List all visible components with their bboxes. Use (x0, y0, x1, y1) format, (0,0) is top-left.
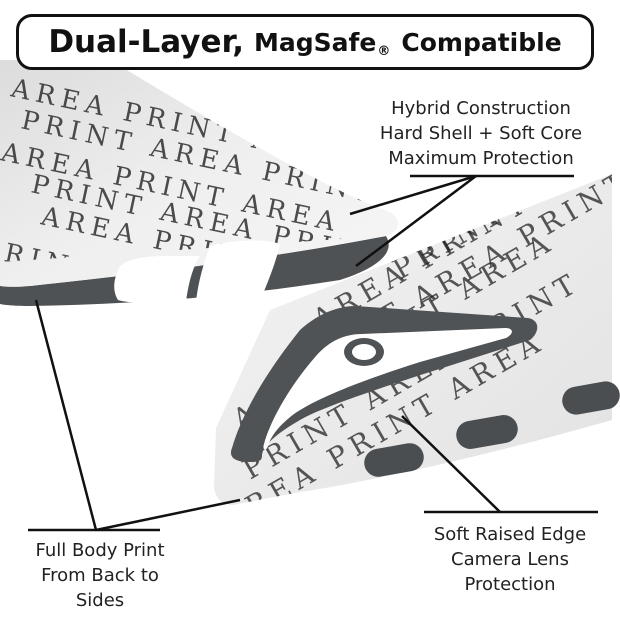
top-case-cutout-left (114, 256, 200, 304)
callout-line: Maximum Protection (388, 148, 574, 169)
side-button-left (364, 443, 424, 477)
leader-hybrid-to-inner (355, 175, 477, 267)
title-part-1: Dual-Layer, (48, 24, 245, 60)
leader-hybrid-to-top (349, 174, 477, 216)
callout-line: Protection (464, 574, 556, 595)
callout-line: Hybrid Construction (391, 98, 571, 119)
callout-hybrid-construction: Hybrid Construction Hard Shell + Soft Co… (356, 96, 606, 171)
camera-cutout (263, 328, 512, 450)
leader-full-to-bottom (95, 498, 241, 532)
camera-lens-hole (352, 344, 376, 360)
side-button-middle (456, 415, 518, 449)
callout-full-body-print: Full Body Print From Back to Sides (10, 538, 190, 613)
callout-line: Sides (75, 590, 125, 611)
callout-soft-raised-edge: Soft Raised Edge Camera Lens Protection (400, 522, 620, 597)
title-registered-mark: ® (377, 43, 391, 59)
callout-line: Hard Shell + Soft Core (379, 123, 583, 144)
side-button-right (562, 381, 620, 415)
top-case-cutout-right (196, 240, 280, 302)
callout-line: Soft Raised Edge (433, 524, 587, 545)
top-case-inner-layer (0, 236, 389, 306)
top-case-shell (0, 60, 398, 287)
callout-line: Full Body Print (35, 540, 165, 561)
leader-edge-to-rim (401, 415, 501, 513)
callout-leaders (28, 174, 598, 532)
callout-line: From Back to (41, 565, 159, 586)
title-part-2: Compatible (401, 27, 562, 57)
callout-line: Camera Lens (451, 549, 569, 570)
title-brand: MagSafe (254, 27, 377, 57)
title-banner: Dual-Layer, MagSafe ® Compatible (16, 14, 594, 70)
leader-full-to-top (34, 299, 98, 531)
